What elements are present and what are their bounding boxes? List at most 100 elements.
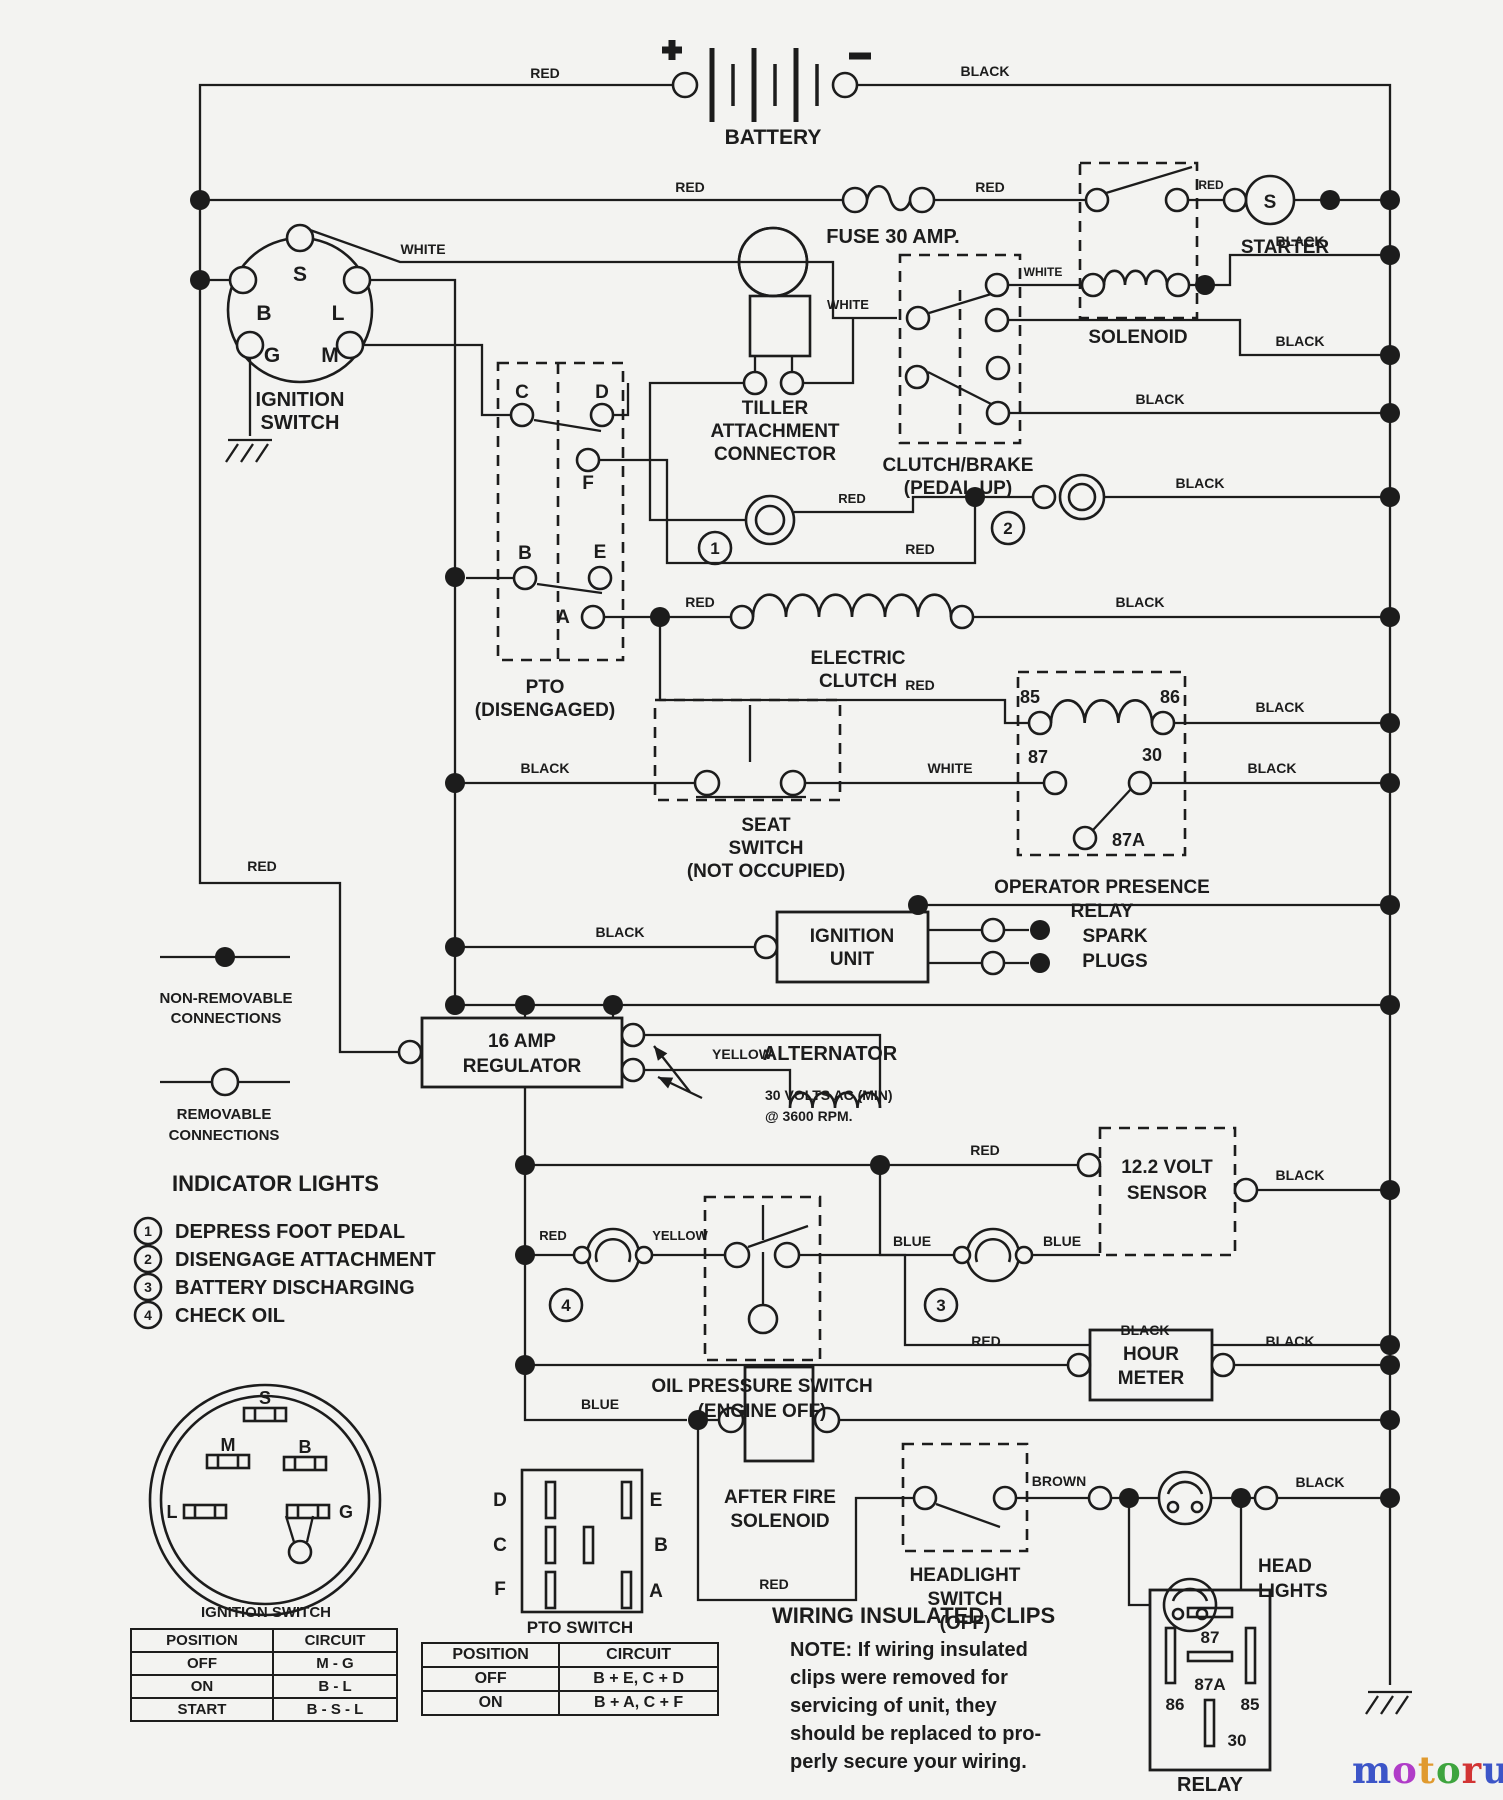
coil-0 [751, 593, 953, 618]
label-s: S [259, 1388, 271, 1408]
indicator-ref-number-4: 4 [561, 1296, 571, 1315]
terminal-59 [952, 1245, 972, 1265]
terminal-0 [671, 71, 699, 99]
label-87a: 87A [1112, 830, 1145, 850]
label-g: G [264, 344, 280, 367]
terminal-40 [397, 1039, 423, 1065]
indicator-lamp-arc-0 [594, 1238, 632, 1263]
label-black: BLACK [521, 760, 570, 776]
wire-30 [916, 903, 1390, 912]
terminal-43 [1076, 1152, 1102, 1178]
watermark-letter: o [1392, 1748, 1418, 1792]
label-solenoid: SOLENOID [730, 1511, 829, 1532]
indicator-ref-circle-1 [697, 530, 733, 566]
label-30-volts-ac-min-: 30 VOLTS AC (MIN) [765, 1087, 893, 1103]
label-yellow: YELLOW [652, 1228, 708, 1243]
label-blue: BLUE [581, 1396, 619, 1412]
watermark-letter: u [1482, 1748, 1503, 1792]
terminal-20 [985, 400, 1011, 426]
junction-dot-23 [1380, 190, 1400, 210]
terminal-52 [228, 265, 258, 295]
terminal-32 [1027, 710, 1053, 736]
label-black: BLACK [596, 924, 645, 940]
label-alternator: ALTERNATOR [763, 1043, 898, 1065]
label-black: BLACK [1116, 594, 1165, 610]
coil-2 [1049, 698, 1154, 724]
junction-dot-31 [1380, 895, 1400, 915]
note-arrowhead-1 [658, 1077, 674, 1089]
table-cell: B - S - L [271, 1697, 399, 1722]
junction-dot-0 [190, 190, 210, 210]
pto-connector-slot-1 [544, 1525, 557, 1565]
wiring-clips-note-line-2: servicing of unit, they [790, 1695, 998, 1717]
label-relay: RELAY [1177, 1774, 1244, 1796]
label--3600-rpm-: @ 3600 RPM. [765, 1108, 853, 1124]
ignition-connector-blade-2 [282, 1455, 328, 1472]
indicator-list-circle-1 [133, 1216, 163, 1246]
indicator-ref-circle-4 [548, 1287, 584, 1323]
junction-dot-24 [1380, 245, 1400, 265]
terminal-6 [693, 769, 721, 797]
junction-dot-21 [1320, 190, 1340, 210]
wiring-clips-note-line-1: clips were removed for [790, 1667, 1008, 1689]
indicator-list-item-4: CHECK OIL [175, 1305, 285, 1327]
connector-1-inner [754, 504, 786, 536]
dashed-box-7 [901, 1442, 1029, 1553]
ground-hatch [1365, 1695, 1379, 1715]
legend-nonremovable-label: NON-REMOVABLE [159, 990, 292, 1007]
junction-dot-11 [650, 607, 670, 627]
label-a: A [556, 607, 570, 628]
dashed-box-0 [1078, 161, 1199, 320]
junction-dot-13 [870, 1155, 890, 1175]
wiring-clips-title: WIRING INSULATED CLIPS [772, 1603, 1055, 1628]
label-l: L [167, 1502, 178, 1522]
terminal-61 [747, 1303, 779, 1335]
junction-dot-12 [688, 1410, 708, 1430]
wire-15 [794, 495, 1033, 514]
label-red: RED [975, 179, 1005, 195]
label-red: RED [539, 1228, 566, 1243]
junction-dot-4 [445, 937, 465, 957]
terminal-41 [620, 1022, 646, 1048]
junction-dot-6 [515, 995, 535, 1015]
junction-dot-2 [445, 567, 465, 587]
table-cell: OFF [420, 1666, 561, 1692]
terminal-45 [1066, 1352, 1092, 1378]
label-g: G [339, 1502, 353, 1522]
label-86: 86 [1160, 687, 1180, 707]
label--not-occupied-: (NOT OCCUPIED) [687, 861, 845, 882]
headlamp-1 [1162, 1577, 1218, 1633]
label-clutch-brake: CLUTCH/BRAKE [883, 455, 1034, 476]
tiller-bulb-base [748, 294, 812, 358]
label-ignition-switch: IGNITION SWITCH [201, 1604, 331, 1621]
junction-dot-28 [1380, 607, 1400, 627]
label-battery: BATTERY [725, 126, 822, 149]
label-unit: UNIT [830, 949, 875, 970]
junction-dot-8 [515, 1245, 535, 1265]
headlamp-contact [1166, 1500, 1180, 1514]
terminal-14 [1165, 272, 1191, 298]
label-30: 30 [1142, 745, 1162, 765]
dashed-box-4 [1016, 670, 1187, 857]
switch-blade-8 [284, 1515, 296, 1543]
label-86: 86 [1166, 1695, 1185, 1714]
indicator-list-circle-4 [133, 1300, 163, 1330]
motoruf-watermark: motoruf.de [1352, 1748, 1503, 1792]
switch-blade-2 [927, 370, 1002, 411]
label-black: BLACK [1296, 1474, 1345, 1490]
table-cell: B + A, C + F [558, 1690, 719, 1716]
connector-1-outer [744, 494, 796, 546]
terminal-48 [992, 1485, 1018, 1511]
headlamp-0 [1157, 1470, 1213, 1526]
wire-12 [613, 383, 630, 417]
table-header-cell: CIRCUIT [271, 1628, 399, 1653]
label-switch: SWITCH [261, 412, 340, 434]
ignition-connector-blade-3 [182, 1503, 228, 1520]
switch-blade-6 [935, 1502, 1001, 1529]
relay-blade-0 [1186, 1606, 1234, 1619]
terminal-33 [1150, 710, 1176, 736]
label-red: RED [971, 1333, 1001, 1349]
